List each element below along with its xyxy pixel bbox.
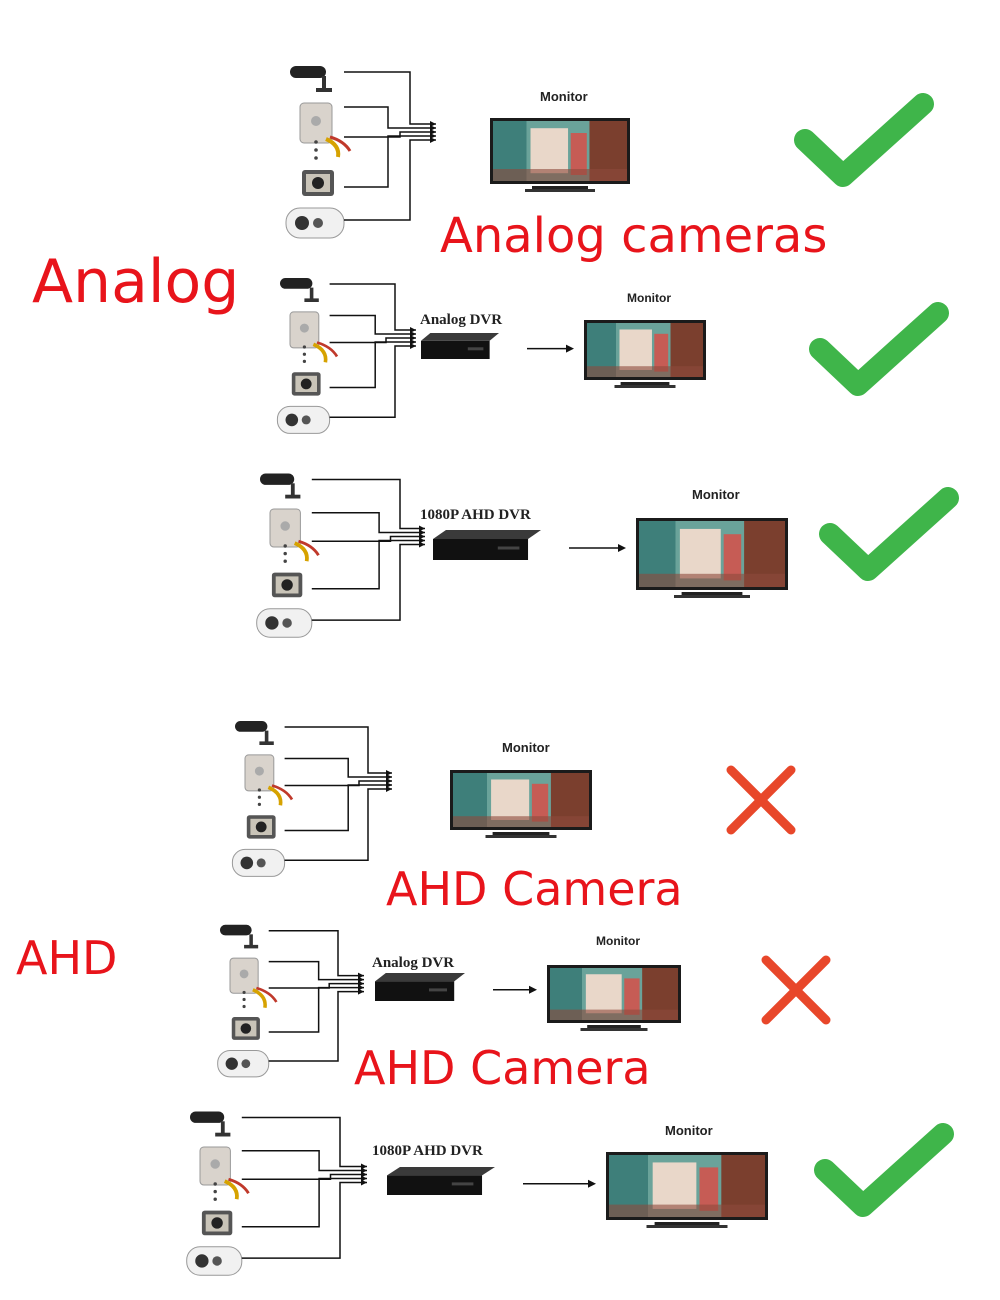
diagram-row-4: Monitor [231, 721, 796, 877]
dvr-box [387, 1167, 495, 1195]
more-cameras-ellipsis-icon [213, 1182, 217, 1201]
check-mark-icon [794, 93, 934, 187]
cross-mark-icon [761, 955, 831, 1025]
wire-lines [268, 930, 364, 1062]
wire-lines [284, 726, 392, 861]
monitor-screen [606, 1152, 768, 1228]
monitor-label: Monitor [502, 740, 550, 755]
check-mark-icon [809, 302, 949, 396]
section-label-analog: Analog [32, 247, 240, 317]
camera-wiring [217, 924, 831, 1078]
more-cameras-ellipsis-icon [242, 990, 246, 1009]
monitor-screen [636, 518, 788, 598]
cross-mark-icon [726, 765, 796, 835]
bullet-camera-icon [220, 924, 259, 949]
ir-bullet-camera-icon [217, 1049, 270, 1078]
wire-lines [241, 1116, 367, 1259]
cameras [276, 278, 339, 434]
caption-analog-cameras: Analog cameras [440, 208, 828, 264]
more-cameras-ellipsis-icon [314, 140, 318, 160]
box-camera-icon [201, 1210, 233, 1236]
dvr-box [433, 530, 541, 560]
check-mark-icon [819, 487, 959, 581]
dome-camera-icon [269, 508, 320, 562]
more-cameras-ellipsis-icon [283, 544, 287, 563]
box-camera-icon [246, 815, 276, 839]
box-camera-icon [302, 170, 334, 196]
diagram-row-2: Analog DVR Monitor [0, 0, 1000, 440]
monitor-label: Monitor [596, 934, 640, 948]
diagram-row-1: Monitor [0, 0, 1000, 240]
cameras [256, 473, 320, 638]
dome-camera-icon [229, 957, 278, 1009]
monitor-screen [490, 118, 630, 192]
ir-bullet-camera-icon [186, 1246, 243, 1276]
monitor-label: Monitor [692, 487, 740, 502]
monitor-label: Monitor [665, 1123, 713, 1138]
dome-camera-icon [199, 1146, 250, 1200]
camera-wiring [285, 66, 934, 239]
cameras [217, 924, 278, 1078]
caption-ahd-camera-1: AHD Camera [386, 862, 683, 916]
box-camera-icon [231, 1017, 260, 1040]
bullet-camera-icon [290, 66, 332, 92]
cameras [285, 66, 352, 239]
diagram-row-3: 1080P AHD DVR Monitor [256, 473, 959, 638]
bullet-camera-icon [260, 473, 301, 499]
monitor-label: Monitor [540, 89, 588, 104]
camera-wiring [256, 473, 959, 638]
bullet-camera-icon [280, 278, 319, 302]
ir-bullet-camera-icon [276, 405, 331, 434]
cameras [231, 721, 294, 877]
more-cameras-ellipsis-icon [257, 788, 262, 807]
monitor-screen [547, 965, 681, 1031]
dvr-box [421, 333, 499, 359]
ir-bullet-camera-icon [231, 848, 286, 877]
bullet-camera-icon [235, 721, 274, 745]
more-cameras-ellipsis-icon [302, 345, 307, 364]
box-camera-icon [291, 372, 321, 396]
dvr-label: Analog DVR [372, 955, 455, 971]
dome-camera-icon [289, 311, 339, 363]
check-mark-icon [814, 1123, 954, 1217]
wire-lines [311, 478, 425, 621]
ir-bullet-camera-icon [285, 207, 345, 239]
bullet-camera-icon [190, 1111, 231, 1137]
section-label-ahd: AHD [16, 931, 118, 985]
caption-ahd-camera-2: AHD Camera [354, 1041, 651, 1095]
cameras [186, 1111, 250, 1276]
box-camera-icon [271, 572, 303, 598]
monitor-screen [450, 770, 592, 838]
dvr-label: 1080P AHD DVR [372, 1143, 483, 1159]
diagram-row-5: Analog DVR Monitor [217, 924, 831, 1078]
monitor-label: Monitor [627, 291, 671, 305]
monitor-screen [584, 320, 706, 388]
wire-lines [329, 283, 416, 418]
dvr-label: Analog DVR [420, 312, 503, 328]
dvr-box [375, 973, 465, 1001]
dvr-label: 1080P AHD DVR [420, 507, 531, 523]
camera-wiring [276, 278, 949, 434]
ir-bullet-camera-icon [256, 608, 313, 638]
camera-wiring [231, 721, 796, 877]
wire-lines [344, 71, 436, 221]
